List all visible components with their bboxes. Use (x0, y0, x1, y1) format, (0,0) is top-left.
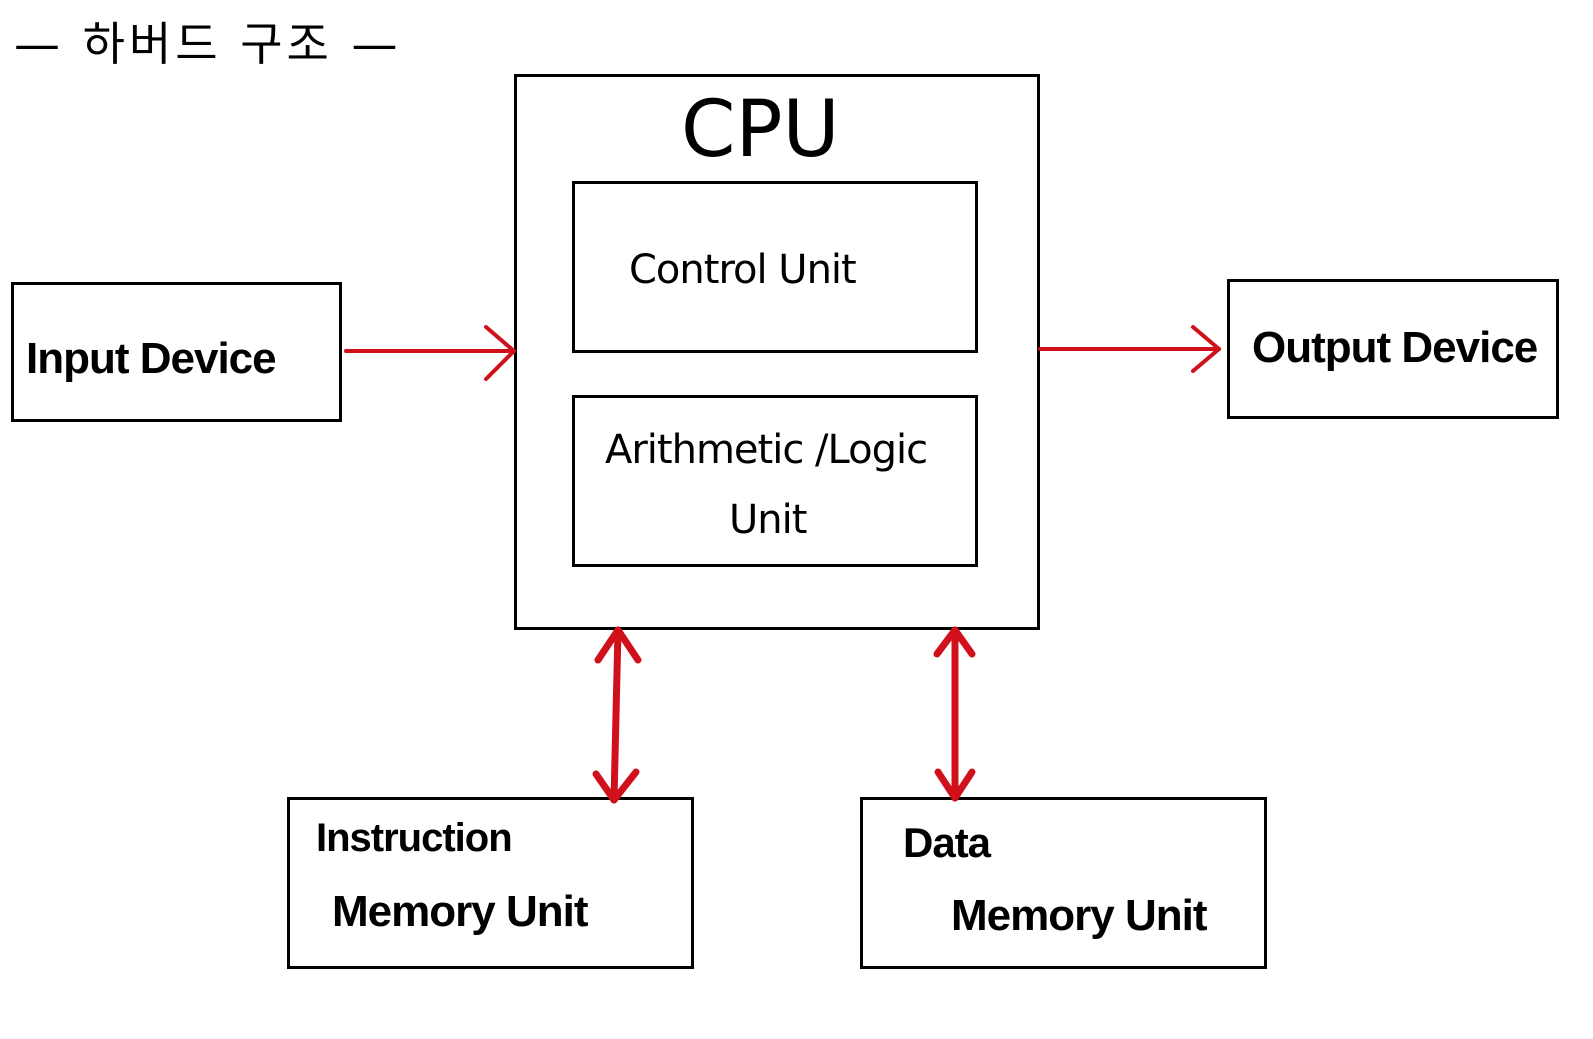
instruction-memory-box: Instruction Memory Unit (287, 797, 694, 969)
output-device-label: Output Device (1252, 323, 1538, 372)
cpu-instruction-memory-arrow (592, 626, 642, 804)
alu-label-line2: Unit (729, 497, 807, 543)
control-unit-box: Control Unit (572, 181, 978, 353)
cpu-label: CPU (681, 85, 840, 175)
data-memory-box: Data Memory Unit (860, 797, 1267, 969)
page-title: — 하버드 구조 — (14, 17, 402, 71)
input-to-cpu-arrow (344, 325, 516, 381)
instruction-memory-label-line2: Memory Unit (332, 887, 588, 936)
cpu-to-output-arrow (1038, 325, 1221, 373)
output-device-box: Output Device (1227, 279, 1559, 419)
input-device-box: Input Device (11, 282, 342, 422)
instruction-memory-label-line1: Instruction (316, 816, 513, 860)
control-unit-label: Control Unit (629, 247, 857, 293)
alu-label-line1: Arithmetic /Logic (605, 427, 928, 473)
data-memory-label-line2: Memory Unit (951, 891, 1207, 940)
cpu-data-memory-arrow (933, 626, 976, 802)
input-device-label: Input Device (26, 334, 277, 383)
data-memory-label-line1: Data (903, 819, 991, 866)
alu-box: Arithmetic /Logic Unit (572, 395, 978, 567)
